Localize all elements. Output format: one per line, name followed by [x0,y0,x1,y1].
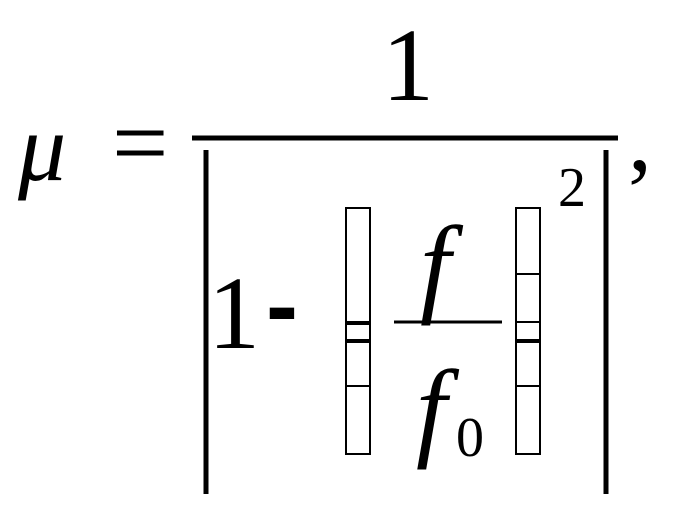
numerator-one: 1 [382,8,434,123]
right-paren-glyph [515,207,541,455]
mu-symbol: μ [17,94,66,201]
trailing-comma: , [628,84,652,191]
left-paren-glyph [345,207,371,455]
subscript-zero: 0 [456,407,484,469]
inner-numerator-f: f [420,204,464,326]
denominator-one: 1 [208,256,260,371]
inner-denominator-f: f [416,348,460,470]
exponent-two: 2 [558,157,586,219]
equals-sign: = [112,87,168,198]
minus-sign: - [266,252,298,359]
